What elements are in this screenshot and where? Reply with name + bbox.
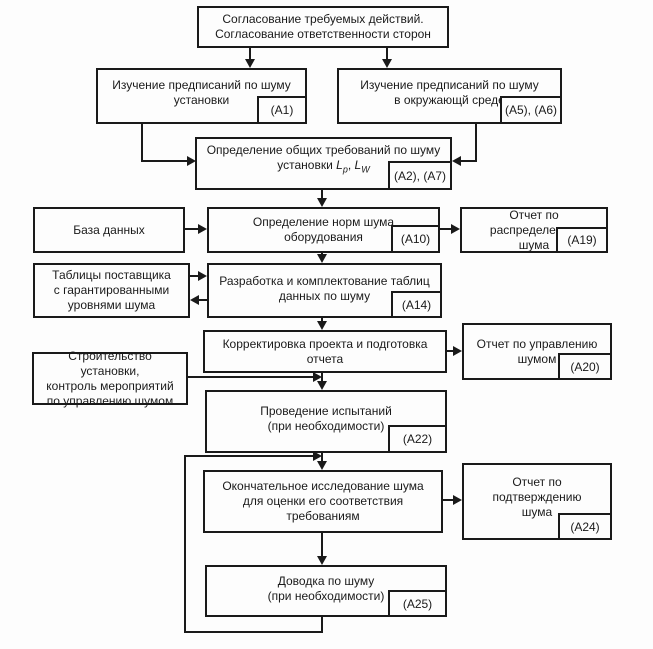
node-final-study: Окончательное исследование шума для оцен…: [203, 470, 443, 533]
node-data-tables-label: Разработка и комплектование таблиц данны…: [219, 273, 430, 303]
node-testing-label: Проведение испытаний (при необходимости): [260, 403, 392, 433]
node-study-plant-noise-tag: (A1): [257, 96, 305, 122]
connector-testing-to-final: [321, 452, 323, 461]
arrowhead-left-icon: [452, 156, 461, 166]
node-study-env-noise-tag: (A5), (A6): [500, 96, 560, 122]
arrowhead-down-icon: [317, 198, 327, 207]
connector-tuning-down: [321, 616, 323, 633]
node-supplier-tables-label: Таблицы поставщика с гарантированными ур…: [52, 268, 171, 312]
node-noise-tuning: Доводка по шуму (при необходимости) (A25…: [205, 565, 447, 617]
node-noise-norms-label: Определение норм шума оборудования: [252, 215, 395, 244]
node-study-env-noise-label: Изучение предписаний по шуму в окружающй…: [360, 78, 539, 107]
connector-loop-to-final: [185, 455, 313, 457]
connector-top-to-plant: [249, 47, 251, 60]
node-data-tables-tag: (A14): [391, 291, 440, 316]
arrowhead-right-icon: [451, 224, 460, 234]
arrowhead-down-icon: [317, 321, 327, 330]
node-report-distribution: Отчет по распределению шума (A19): [460, 207, 608, 253]
node-supplier-tables: Таблицы поставщика с гарантированными ур…: [33, 263, 190, 318]
arrowhead-down-icon: [317, 381, 327, 390]
arrowhead-right-icon: [198, 271, 207, 281]
connector-tables-to-supplier: [199, 299, 207, 301]
node-report-confirmation-label: Отчет по подтверждению шума: [492, 475, 582, 519]
arrowhead-down-icon: [317, 556, 327, 565]
connector-correction-to-testing: [321, 372, 323, 381]
node-report-confirmation-tag: (A24): [558, 513, 610, 538]
node-noise-tuning-label: Доводка по шуму (при необходимости): [267, 574, 385, 603]
arrowhead-right-icon: [187, 156, 196, 166]
connector-supplier-to-tables: [189, 275, 198, 277]
arrowhead-right-icon: [453, 346, 462, 356]
node-report-distribution-tag: (A19): [556, 227, 606, 251]
arrowhead-down-icon: [317, 461, 327, 470]
node-final-study-label: Окончательное исследование шума для оцен…: [222, 479, 424, 523]
connector-final-to-tuning: [321, 532, 323, 556]
arrowhead-down-icon: [317, 254, 327, 263]
connector-correction-to-management: [446, 350, 453, 352]
node-construction: Строительство установки, контроль меропр…: [32, 349, 188, 408]
connector-norms-to-tables: [321, 252, 323, 254]
arrowhead-down-icon: [245, 59, 255, 68]
node-study-plant-noise: Изучение предписаний по шуму установки (…: [96, 68, 307, 124]
connector-construction-to-testing: [187, 376, 313, 378]
node-general-requirements-tag: (A2), (A7): [388, 161, 450, 188]
node-report-distribution-label: Отчет по распределению шума: [489, 207, 579, 252]
node-noise-tuning-tag: (A25): [388, 590, 445, 615]
connector-plant-down: [141, 123, 143, 162]
arrowhead-right-icon: [313, 372, 322, 382]
connector-top-to-env: [386, 47, 388, 60]
node-construction-label: Строительство установки, контроль меропр…: [46, 348, 174, 408]
connector-loop-bottom: [184, 631, 323, 633]
node-general-requirements: Определение общих требований по шуму уст…: [195, 137, 452, 190]
connector-tables-to-correction: [321, 317, 323, 321]
connector-req-to-norms: [321, 189, 323, 198]
node-project-correction: Корректировка проекта и подготовка отчет…: [203, 330, 447, 373]
node-noise-norms-tag: (A10): [391, 225, 438, 251]
node-noise-norms: Определение норм шума оборудования (A10): [207, 207, 440, 253]
node-agreement: Согласование требуемых действий. Согласо…: [197, 6, 449, 48]
connector-norms-to-distribution: [439, 228, 451, 230]
node-general-requirements-label: Определение общих требований по шуму уст…: [206, 143, 441, 175]
node-database-label: База данных: [73, 222, 145, 237]
arrowhead-left-icon: [190, 295, 199, 305]
node-study-env-noise: Изучение предписаний по шуму в окружающй…: [337, 68, 562, 124]
node-study-plant-noise-label: Изучение предписаний по шуму установки: [112, 78, 291, 107]
connector-loop-left: [184, 455, 186, 633]
node-testing-tag: (A22): [388, 425, 445, 451]
node-report-management: Отчет по управлению шумом (A20): [462, 323, 612, 380]
connector-final-to-confirmation: [442, 499, 453, 501]
node-testing: Проведение испытаний (при необходимости)…: [205, 390, 447, 453]
connector-plant-to-req: [141, 160, 187, 162]
node-data-tables: Разработка и комплектование таблиц данны…: [207, 263, 442, 318]
node-report-management-tag: (A20): [558, 353, 610, 378]
connector-env-down: [475, 123, 477, 162]
node-agreement-label: Согласование требуемых действий. Согласо…: [215, 12, 431, 41]
arrowhead-right-icon: [453, 495, 462, 505]
arrowhead-right-icon: [313, 451, 322, 461]
node-report-confirmation: Отчет по подтверждению шума (A24): [462, 463, 612, 540]
connector-env-to-req: [461, 160, 477, 162]
node-project-correction-label: Корректировка проекта и подготовка отчет…: [222, 336, 428, 366]
arrowhead-right-icon: [198, 224, 207, 234]
node-report-management-label: Отчет по управлению шумом: [476, 336, 598, 366]
connector-database-to-norms: [184, 228, 198, 230]
arrowhead-down-icon: [382, 59, 392, 68]
node-database: База данных: [33, 207, 185, 253]
